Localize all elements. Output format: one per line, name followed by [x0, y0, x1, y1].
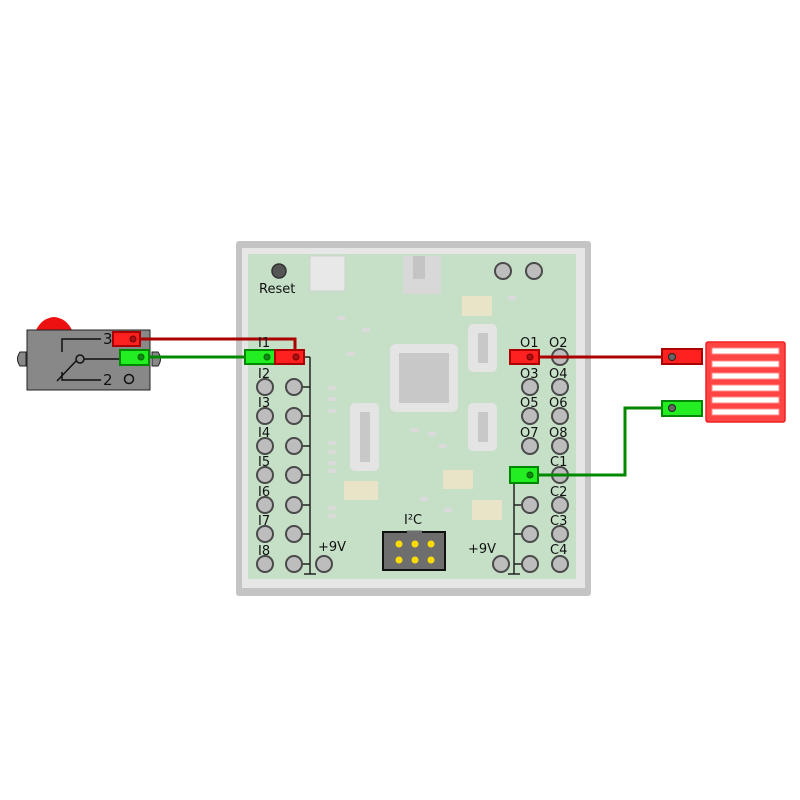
terminal-2-hole	[123, 373, 135, 385]
plugs	[112, 331, 703, 484]
output-label-o6: O6	[549, 396, 568, 411]
output-pins	[492, 348, 569, 575]
switch-mount-left	[17, 351, 27, 367]
plug-red-o1[interactable]	[509, 349, 540, 365]
counter-pin-c2[interactable]	[551, 496, 569, 514]
plug-red-switch[interactable]	[112, 331, 141, 347]
screw-icon	[668, 353, 676, 361]
input-pins	[256, 356, 333, 575]
capacitor-3	[360, 412, 370, 462]
smd-component	[443, 470, 473, 489]
input-pin-i3[interactable]	[256, 407, 274, 425]
input-label-i2: I2	[258, 367, 270, 382]
power-label-right: +9V	[468, 542, 496, 557]
output-label-o7: O7	[520, 426, 539, 441]
switch-mount-right	[151, 351, 161, 367]
i2c-label: I²C	[404, 513, 422, 528]
plug-green-switch[interactable]	[119, 349, 150, 366]
output-pin-o6[interactable]	[551, 407, 569, 425]
input-label-i8: I8	[258, 544, 270, 559]
board-labels: I1 I2 I3 I4 I5 I6 I7 I8 +9V O1 O2 O3 O4 …	[258, 336, 568, 559]
output-pin-o3[interactable]	[521, 378, 539, 396]
ground-pin-i3[interactable]	[285, 407, 303, 425]
ground-pin-i5[interactable]	[285, 466, 303, 484]
input-pin-i5[interactable]	[256, 466, 274, 484]
smd-component	[462, 296, 492, 316]
switch-rocker[interactable]	[36, 317, 72, 330]
plug-red-i1-ground[interactable]	[274, 349, 305, 365]
usb-socket	[309, 255, 346, 292]
counter-label-c3: C3	[550, 514, 567, 529]
input-pin-i8[interactable]	[256, 555, 274, 573]
reset-button[interactable]	[271, 263, 287, 279]
counter-pin-c4[interactable]	[551, 555, 569, 573]
counter-label-c4: C4	[550, 543, 567, 558]
power-pin-right[interactable]	[492, 555, 510, 573]
output-label-o3: O3	[520, 367, 539, 382]
plug-red-heater[interactable]	[661, 348, 703, 365]
output-label-o5: O5	[520, 396, 539, 411]
output-pin-o8[interactable]	[551, 437, 569, 455]
ground-pin-right-2[interactable]	[521, 525, 539, 543]
power-pin-left[interactable]	[315, 555, 333, 573]
counter-pin-c3[interactable]	[551, 525, 569, 543]
output-label-o4: O4	[549, 367, 568, 382]
smd-component	[472, 500, 502, 520]
led-pin-1	[494, 262, 512, 280]
ground-pin-right-1[interactable]	[521, 496, 539, 514]
wire-red-switch[interactable]	[140, 337, 297, 349]
counter-label-c2: C2	[550, 485, 567, 500]
input-label-i6: I6	[258, 485, 270, 500]
power-label-left: +9V	[318, 540, 346, 555]
input-label-i1: I1	[258, 336, 270, 351]
smd-pads	[328, 296, 516, 518]
input-label-i7: I7	[258, 514, 270, 529]
screw-icon	[668, 404, 676, 412]
ground-bus-left-taps	[302, 386, 310, 565]
input-pin-i4[interactable]	[256, 437, 274, 455]
counter-label-c1: C1	[550, 455, 567, 470]
output-pin-o4[interactable]	[551, 378, 569, 396]
ground-pin-i2[interactable]	[285, 378, 303, 396]
ground-pin-i8[interactable]	[285, 555, 303, 573]
switch-terminal-2-label: 2	[103, 371, 113, 389]
input-label-i3: I3	[258, 396, 270, 411]
cpu-chip	[399, 353, 449, 403]
capacitor-1	[478, 333, 488, 363]
plug-green-i1[interactable]	[244, 349, 276, 365]
input-pin-i7[interactable]	[256, 525, 274, 543]
ground-pin-i4[interactable]	[285, 437, 303, 455]
ground-bus-right-taps	[514, 504, 522, 565]
plug-green-ground[interactable]	[509, 466, 539, 484]
ground-pin-i6[interactable]	[285, 496, 303, 514]
ground-pin-right-3[interactable]	[521, 555, 539, 573]
output-label-o2: O2	[549, 336, 568, 351]
output-label-o1: O1	[520, 336, 539, 351]
input-pin-i6[interactable]	[256, 496, 274, 514]
input-label-i5: I5	[258, 455, 270, 470]
output-pin-o5[interactable]	[521, 407, 539, 425]
output-pin-o7[interactable]	[521, 437, 539, 455]
plug-green-heater[interactable]	[661, 400, 703, 417]
heating-element[interactable]	[705, 341, 786, 423]
capacitor-2	[478, 412, 488, 442]
input-pin-i2[interactable]	[256, 378, 274, 396]
i2c-connector[interactable]	[382, 530, 446, 571]
heating-coils	[711, 347, 780, 416]
output-label-o8: O8	[549, 426, 568, 441]
smd-component	[344, 481, 378, 500]
switch-terminal-3-label: 3	[103, 330, 113, 348]
led-pin-2	[525, 262, 543, 280]
ground-pin-i7[interactable]	[285, 525, 303, 543]
controller-board: Reset	[236, 241, 591, 596]
input-label-i4: I4	[258, 426, 270, 441]
wire-green-heater[interactable]	[538, 406, 662, 477]
top-connector-slot	[413, 256, 425, 279]
wires	[140, 337, 662, 477]
reset-label: Reset	[259, 282, 295, 297]
switch-symbol	[56, 338, 135, 385]
